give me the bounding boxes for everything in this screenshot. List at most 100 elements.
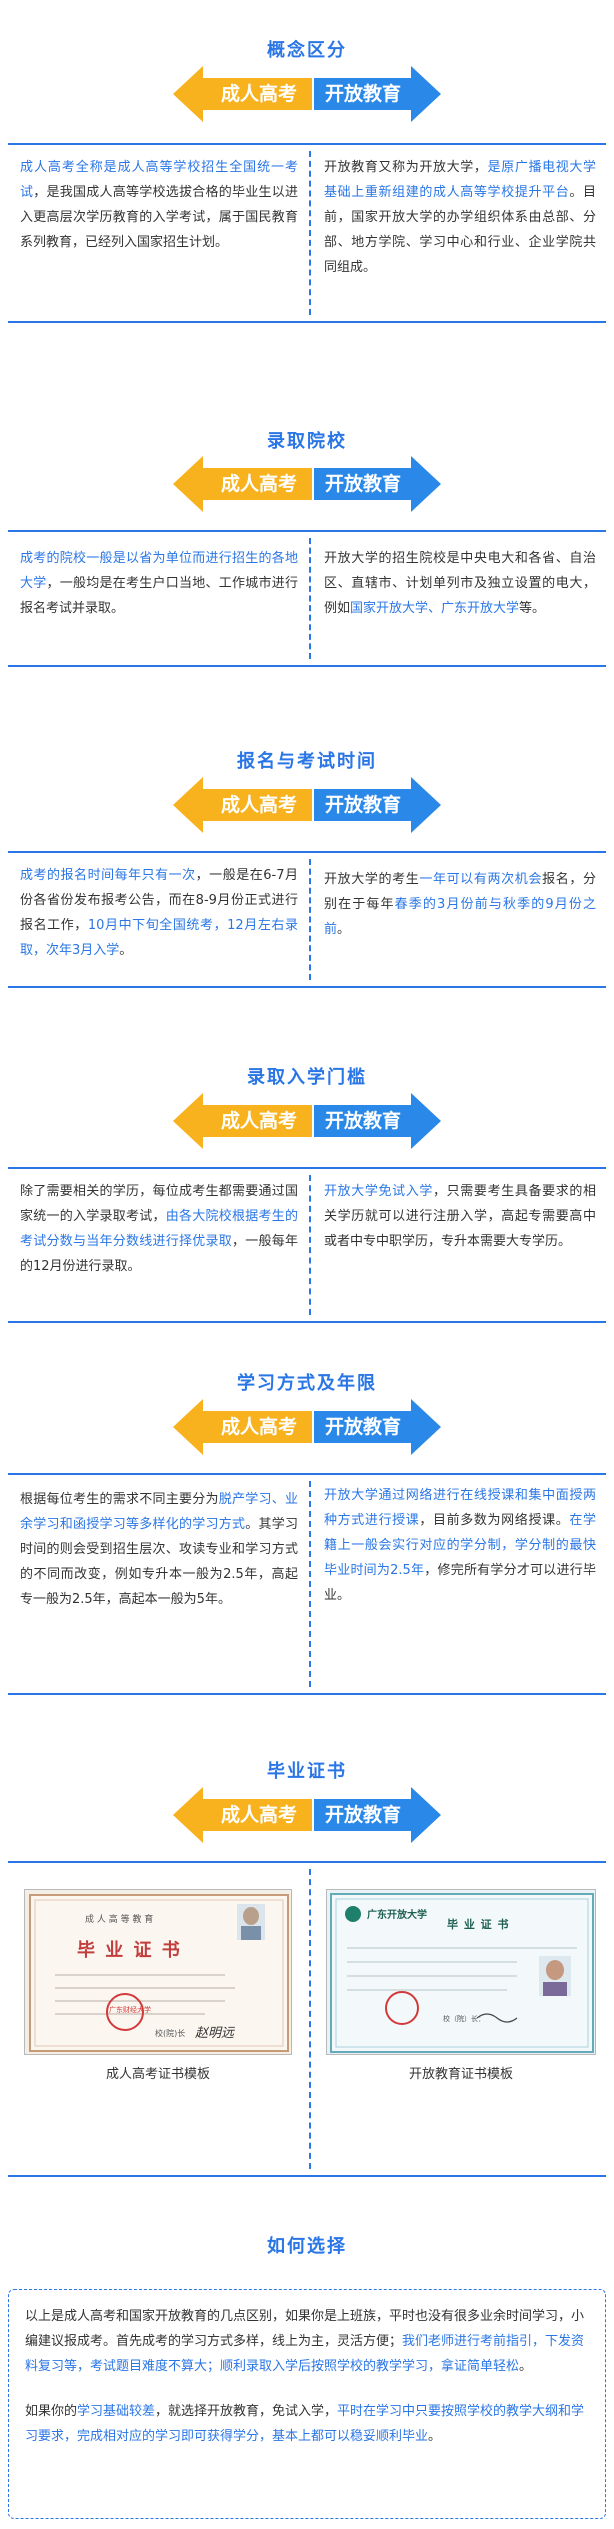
study-left-highlight: 脱产学习、业余学习和函授学习等多样化的学习方式 <box>20 1492 298 1532</box>
choose-paragraph-2: 如果你的学习基础较差，就选择开放教育，免试入学，平时在学习中只要按照学校的教学大… <box>25 2399 589 2449</box>
study-right-highlight-2: 在学籍上一般会实行对应的学分制，学分制的最快毕业时间为2.5年 <box>324 1513 596 1578</box>
study-left-text: 根据每位考生的需求不同主要分为脱产学习、业余学习和函授学习等多样化的学习方式。其… <box>20 1487 298 1612</box>
threshold-right-body: ，只需要考生具备要求的相关学历就可以进行注册入学，高起专需要高中或者中专中职学历… <box>324 1184 596 1249</box>
comparison-block-study: 根据每位考生的需求不同主要分为脱产学习、业余学习和函授学习等多样化的学习方式。其… <box>8 1473 606 1695</box>
schedule-left-text: 成考的报名时间每年只有一次，一般是在6-7月份各省份发布报考公告，而在8-9月份… <box>20 863 298 963</box>
banner-label-left: 成人高考 <box>220 1804 297 1826</box>
study-left-body-2: 。其学习时间的则会受到招生层次、攻读专业和学习方式的不同而改变，例如专升本一般为… <box>20 1517 298 1607</box>
threshold-left-highlight: 由各大院校根据考生的考试分数与当年分数线进行择优录取 <box>20 1209 298 1249</box>
colleges-left-body: ，一般均是在考生户口当地、工作城市进行报名考试并录取。 <box>20 576 298 616</box>
comparison-block-threshold: 除了需要相关的学历，每位成考生都需要通过国家统一的入学录取考试，由各大院校根据考… <box>8 1167 606 1323</box>
study-right-text: 开放大学通过网络进行在线授课和集中面授两种方式进行授课，目前多数为网络授课。在学… <box>324 1483 596 1608</box>
certificate-school-name: 广东开放大学 <box>367 1910 427 1921</box>
study-left-body-1: 根据每位考生的需求不同主要分为 <box>20 1492 219 1507</box>
choose-p1-highlight: 我们老师进行考前指引，下发资料复习等，考试题目难度不算大；顺利录取入学后按照学校… <box>25 2334 585 2374</box>
column-divider <box>309 538 311 659</box>
colleges-left-text: 成考的院校一般是以省为单位而进行招生的各地大学，一般均是在考生户口当地、工作城市… <box>20 546 298 621</box>
choose-p2-body-1: 如果你的 <box>25 2404 78 2419</box>
colleges-right-body-1: 开放大学的招生院校是中央电大和各省、自治区、直辖市、计划单列市及独立设置的电大，… <box>324 551 596 616</box>
arrow-banner-graphic <box>173 1093 441 1149</box>
certificate-seal-text: 广东财经大学 <box>109 2006 151 2014</box>
banner-label-left: 成人高考 <box>220 1110 297 1132</box>
arrow-banner-graphic <box>173 1399 441 1455</box>
open-education-certificate-caption: 开放教育证书模板 <box>408 2067 513 2082</box>
column-divider <box>309 1175 311 1315</box>
section-title-concept: 概念区分 <box>267 40 347 61</box>
adult-exam-certificate-caption: 成人高考证书模板 <box>105 2067 210 2082</box>
certificate-sign-label: 校（院）长： <box>443 2015 485 2023</box>
column-divider <box>309 859 311 980</box>
certificate-big-heading: 毕 业 证 书 <box>77 1940 182 1961</box>
banner-label-right: 开放教育 <box>324 1416 401 1438</box>
concept-right-highlight: 是原广播电视大学基础上重新组建的成人高等学校提升平台 <box>324 160 596 200</box>
choose-p1-body-2: 。 <box>519 2359 533 2374</box>
choose-p2-body-3: 。 <box>428 2429 442 2444</box>
colleges-right-highlight: 国家开放大学、广东开放大学 <box>350 601 520 616</box>
column-divider <box>309 1481 311 1687</box>
concept-left-text: 成人高考全称是成人高等学校招生全国统一考试，是我国成人高等学校选拔合格的毕业生以… <box>20 155 298 255</box>
banner-label-right: 开放教育 <box>324 794 401 816</box>
comparison-block-schedule: 成考的报名时间每年只有一次，一般是在6-7月份各省份发布报考公告，而在8-9月份… <box>8 851 606 988</box>
choose-p2-highlight-1: 学习基础较差 <box>77 2404 156 2419</box>
schedule-left-highlight-1: 成考的报名时间每年只有一次 <box>20 868 196 883</box>
concept-right-text: 开放教育又称为开放大学，是原广播电视大学基础上重新组建的成人高等学校提升平台。目… <box>324 155 596 280</box>
threshold-left-body-1: 除了需要相关的学历，每位成考生都需要通过国家统一的入学录取考试， <box>20 1184 298 1224</box>
schedule-left-body-1: ，一般是在6-7月份各省份发布报考公告，而在8-9月份正式进行报名工作， <box>20 868 298 933</box>
comparison-banner: 成人高考 开放教育 <box>173 1397 441 1457</box>
banner-label-left: 成人高考 <box>220 794 297 816</box>
choose-p2-highlight-2: 平时在学习中只要按照学校的教学大纲和学习要求，完成相对应的学习即可获得学分，基本… <box>25 2404 585 2444</box>
schedule-right-highlight-1: 一年可以有两次机会 <box>419 872 543 887</box>
concept-left-body: ，是我国成人高等学校选拔合格的毕业生以进入更高层次学历教育的入学考试，属于国民教… <box>20 185 298 250</box>
comparison-banner: 成人高考 开放教育 <box>173 1091 441 1151</box>
banner-label-right: 开放教育 <box>324 473 401 495</box>
banner-label-right: 开放教育 <box>324 1804 401 1826</box>
concept-right-body-1: 开放教育又称为开放大学， <box>324 160 488 175</box>
banner-label-right: 开放教育 <box>324 1110 401 1132</box>
comparison-banner: 成人高考 开放教育 <box>173 775 441 835</box>
threshold-right-text: 开放大学免试入学，只需要考生具备要求的相关学历就可以进行注册入学，高起专需要高中… <box>324 1179 596 1254</box>
choose-p1-body-1: 以上是成人高考和国家开放教育的几点区别，如果你是上班族，平时也没有很多业余时间学… <box>25 2309 585 2349</box>
section-title-threshold: 录取入学门槛 <box>247 1067 367 1088</box>
comparison-block-colleges: 成考的院校一般是以省为单位而进行招生的各地大学，一般均是在考生户口当地、工作城市… <box>8 530 606 667</box>
banner-label-left: 成人高考 <box>220 83 297 105</box>
schedule-right-highlight-2: 春季的3月份前与秋季的9月份之前 <box>324 897 596 937</box>
section-title-choose: 如何选择 <box>267 2236 347 2257</box>
schedule-left-highlight-2: 10月中下旬全国统考，12月左右录取，次年3月入学 <box>20 918 298 958</box>
study-right-body-2: ，修完所有学分才可以进行毕业。 <box>324 1563 596 1603</box>
schedule-right-body-3: 。 <box>337 922 351 937</box>
schedule-right-text: 开放大学的考生一年可以有两次机会报名，分别在于每年春季的3月份前与秋季的9月份之… <box>324 867 596 942</box>
certificate-sign-label: 校(院)长 <box>155 2029 186 2038</box>
arrow-banner-graphic <box>173 1787 441 1843</box>
schedule-right-body-2: 报名，分别在于每年 <box>324 872 596 912</box>
threshold-left-text: 除了需要相关的学历，每位成考生都需要通过国家统一的入学录取考试，由各大院校根据考… <box>20 1179 298 1279</box>
adult-exam-certificate-image: 成 人 高 等 教 育 毕 业 证 书 广东财经大学 校(院)长 赵明远 <box>24 1889 292 2055</box>
certificate-drawing <box>29 1894 289 2052</box>
threshold-left-body-2: ，一般每年的12月份进行录取。 <box>20 1234 298 1274</box>
arrow-banner-graphic <box>173 456 441 512</box>
concept-right-body-2: 。目前，国家开放大学的办学组织体系由总部、分部、地方学院、学习中心和行业、企业学… <box>324 185 596 275</box>
certificate-small-heading: 成 人 高 等 教 育 <box>85 1915 154 1925</box>
study-right-body-1: ，目前多数为网络授课。 <box>419 1513 570 1528</box>
banner-label-left: 成人高考 <box>220 473 297 495</box>
choose-paragraph-1: 以上是成人高考和国家开放教育的几点区别，如果你是上班族，平时也没有很多业余时间学… <box>25 2304 589 2379</box>
comparison-banner: 成人高考 开放教育 <box>173 1785 441 1845</box>
schedule-left-body-2: 。 <box>119 943 133 958</box>
comparison-block-concept: 成人高考全称是成人高等学校招生全国统一考试，是我国成人高等学校选拔合格的毕业生以… <box>8 143 606 323</box>
certificate-signature: 赵明远 <box>195 2026 235 2041</box>
comparison-banner: 成人高考 开放教育 <box>173 454 441 514</box>
banner-label-right: 开放教育 <box>324 83 401 105</box>
banner-label-left: 成人高考 <box>220 1416 297 1438</box>
section-title-certificate: 毕业证书 <box>267 1761 347 1782</box>
how-to-choose-box: 以上是成人高考和国家开放教育的几点区别，如果你是上班族，平时也没有很多业余时间学… <box>8 2289 606 2519</box>
section-title-study: 学习方式及年限 <box>237 1373 377 1394</box>
open-education-certificate-image: 广东开放大学 毕 业 证 书 校（院）长： <box>326 1889 596 2055</box>
comparison-block-certificate: 成 人 高 等 教 育 毕 业 证 书 广东财经大学 校(院)长 赵明远 成人高… <box>8 1861 606 2177</box>
section-title-schedule: 报名与考试时间 <box>237 751 377 772</box>
certificate-drawing <box>330 1893 594 2053</box>
concept-left-highlight: 成人高考全称是成人高等学校招生全国统一考试 <box>20 160 298 200</box>
study-right-highlight-1: 开放大学通过网络进行在线授课和集中面授两种方式进行授课 <box>324 1488 596 1528</box>
colleges-right-body-2: 等。 <box>519 601 546 616</box>
threshold-right-highlight: 开放大学免试入学 <box>324 1184 434 1199</box>
column-divider <box>309 151 311 315</box>
